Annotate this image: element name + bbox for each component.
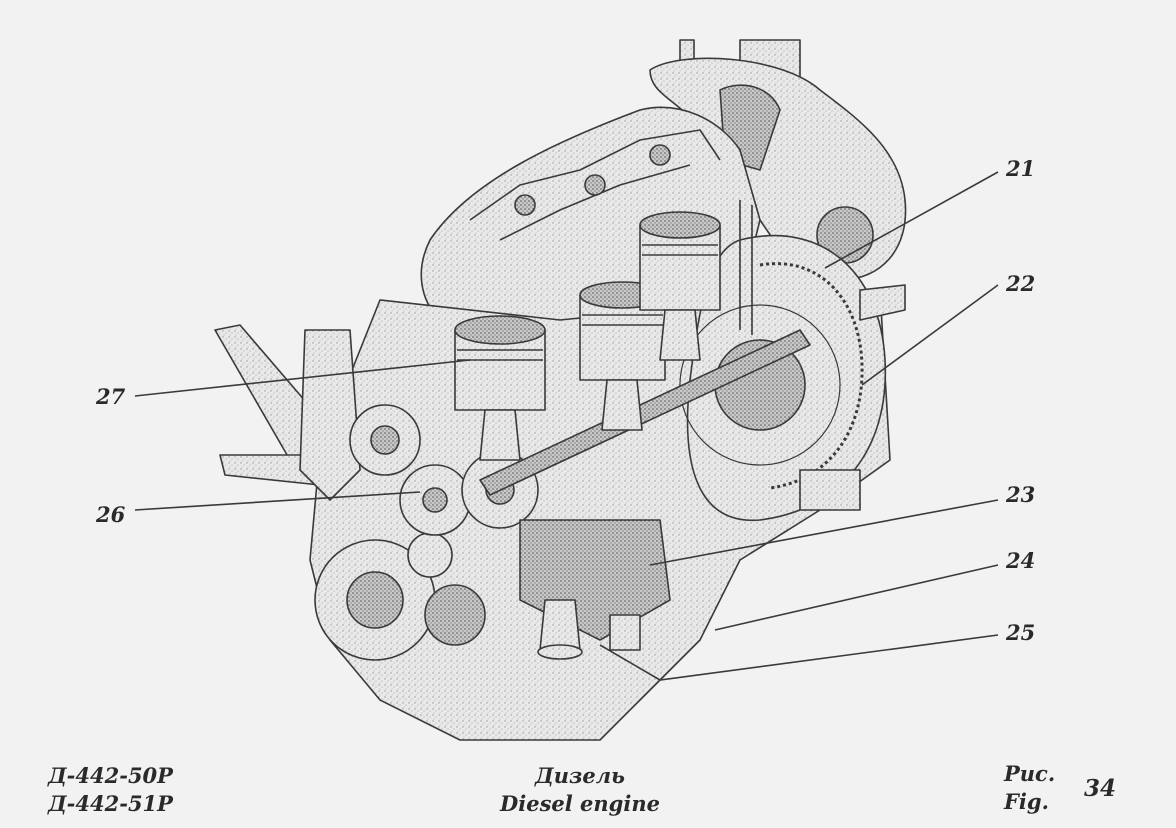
figure-label: Рис. Fig.: [1004, 760, 1055, 817]
figure-number: 34: [1084, 775, 1117, 802]
leader-26: [134, 491, 421, 511]
engine-models: Д-442-50Р Д-442-51Р: [48, 762, 173, 819]
callout-24: 24: [1006, 548, 1036, 573]
leader-27: [134, 359, 471, 397]
callout-26: 26: [96, 502, 126, 527]
leader-24: [714, 564, 999, 631]
figure-caption: Дизель Diesel engine: [500, 762, 660, 819]
fig-label-ru: Рис.: [1004, 761, 1056, 786]
caption-ru: Дизель: [535, 763, 625, 788]
leader-22: [861, 284, 999, 386]
leader-25: [599, 634, 999, 681]
leader-23: [649, 499, 999, 566]
callout-23: 23: [1006, 482, 1036, 507]
callout-25: 25: [1006, 620, 1036, 645]
callout-27: 27: [96, 384, 126, 409]
fig-label-en: Fig.: [1004, 789, 1049, 815]
caption-en: Diesel engine: [500, 791, 660, 817]
callout-22: 22: [1006, 271, 1036, 296]
callout-21: 21: [1006, 156, 1036, 181]
model-2: Д-442-51Р: [48, 791, 173, 817]
model-1: Д-442-50Р: [48, 763, 173, 788]
leader-21: [824, 171, 999, 269]
